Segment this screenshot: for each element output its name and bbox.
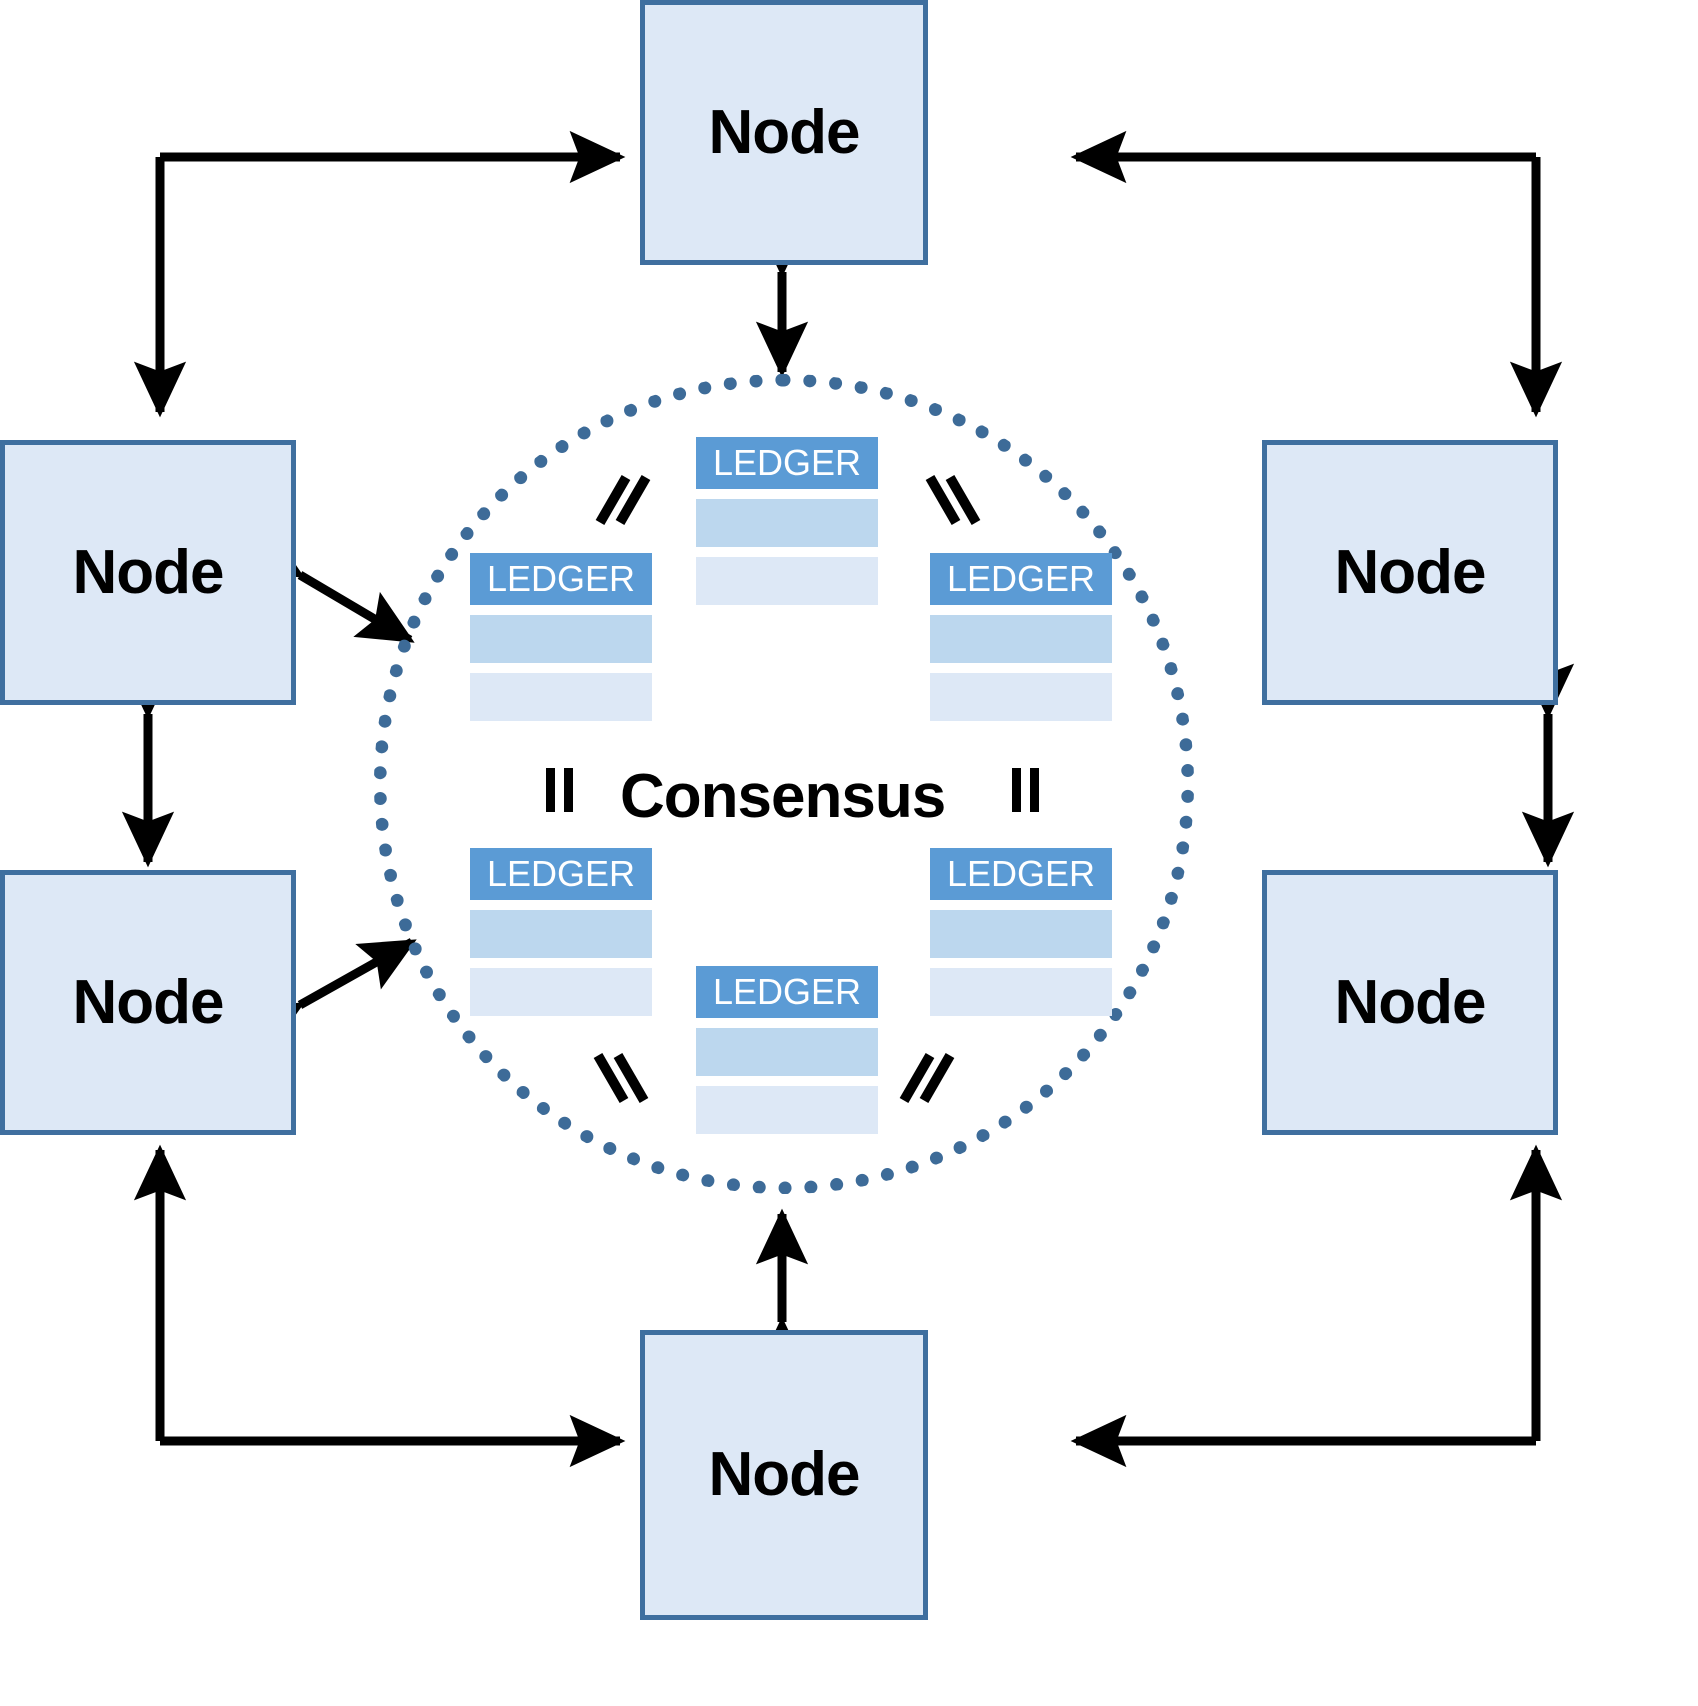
- ledger-bottom[interactable]: LEDGER: [696, 966, 878, 1134]
- ledger-top-header: LEDGER: [696, 437, 878, 489]
- equals-mark-top-left: [595, 474, 651, 526]
- ledger-top[interactable]: LEDGER: [696, 437, 878, 605]
- ledger-left-upper-header: LEDGER: [470, 553, 652, 605]
- ledger-left-upper-row-2: [470, 673, 652, 721]
- ledger-right-lower-row-2: [930, 968, 1112, 1016]
- ledger-right-lower-row-1: [930, 910, 1112, 958]
- ledger-left-lower-row-1: [470, 910, 652, 958]
- ledger-right-lower-header: LEDGER: [930, 848, 1112, 900]
- ledger-right-upper[interactable]: LEDGER: [930, 553, 1112, 721]
- ledger-bottom-row-1: [696, 1028, 878, 1076]
- consensus-label: Consensus: [620, 762, 946, 831]
- ledger-left-upper-row-1: [470, 615, 652, 663]
- ledger-right-lower[interactable]: LEDGER: [930, 848, 1112, 1016]
- ledger-right-upper-header: LEDGER: [930, 553, 1112, 605]
- node-right-lower-label: Node: [1334, 967, 1487, 1037]
- node-left-lower-label: Node: [72, 967, 225, 1037]
- node-right-upper-label: Node: [1334, 537, 1487, 607]
- arrow-left-lower-to-consensus: [243, 938, 417, 1053]
- equals-mark-bottom-left: [593, 1052, 649, 1104]
- ledger-top-row-1: [696, 499, 878, 547]
- node-bottom[interactable]: Node: [640, 1330, 928, 1620]
- node-right-upper[interactable]: Node: [1262, 440, 1558, 705]
- equals-mark-mid-right: [1004, 768, 1048, 812]
- node-right-lower[interactable]: Node: [1262, 870, 1558, 1135]
- ledger-right-upper-row-2: [930, 673, 1112, 721]
- equals-mark-mid-left: [538, 768, 582, 812]
- node-top[interactable]: Node: [640, 0, 928, 265]
- node-left-upper[interactable]: Node: [0, 440, 296, 705]
- node-left-upper-label: Node: [72, 537, 225, 607]
- ledger-left-lower-header: LEDGER: [470, 848, 652, 900]
- node-top-label: Node: [708, 97, 861, 167]
- node-left-lower[interactable]: Node: [0, 870, 296, 1135]
- ledger-bottom-header: LEDGER: [696, 966, 878, 1018]
- ledger-left-lower[interactable]: LEDGER: [470, 848, 652, 1016]
- equals-mark-bottom-right: [899, 1052, 955, 1104]
- equals-mark-top-right: [925, 474, 981, 526]
- ledger-top-row-2: [696, 557, 878, 605]
- ledger-right-upper-row-1: [930, 615, 1112, 663]
- arrow-left-upper-to-consensus: [243, 526, 415, 644]
- ledger-left-upper[interactable]: LEDGER: [470, 553, 652, 721]
- ledger-bottom-row-2: [696, 1086, 878, 1134]
- ledger-left-lower-row-2: [470, 968, 652, 1016]
- node-bottom-label: Node: [708, 1440, 861, 1509]
